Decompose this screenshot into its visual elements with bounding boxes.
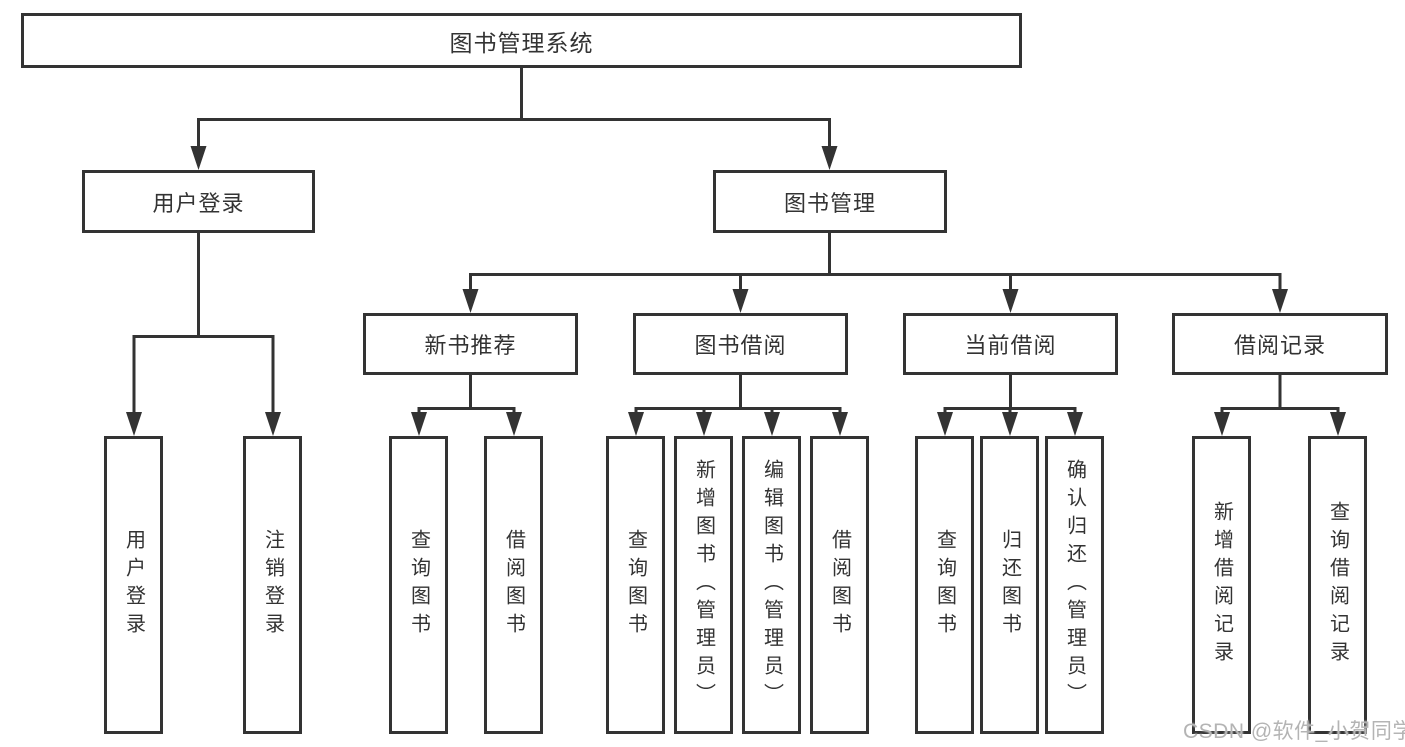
node-borrow-records: 借阅记录	[1172, 313, 1388, 375]
leaf-edit-book-admin-label: 编辑图书（管理员）	[760, 459, 783, 711]
node-book-borrow-label: 图书借阅	[694, 333, 787, 358]
leaf-add-book-admin-label: 新增图书（管理员）	[692, 459, 715, 711]
node-current-borrow: 当前借阅	[903, 313, 1118, 375]
leaf-return-book: 归还图书	[980, 436, 1039, 734]
leaf-query-borrow-record: 查询借阅记录	[1308, 436, 1367, 734]
leaf-add-borrow-record-label: 新增借阅记录	[1210, 501, 1233, 669]
node-book-borrow: 图书借阅	[633, 313, 848, 375]
leaf-borrow-book-1: 借阅图书	[484, 436, 543, 734]
leaf-query-borrow-record-label: 查询借阅记录	[1326, 501, 1349, 669]
leaf-borrow-book-2: 借阅图书	[810, 436, 869, 734]
leaf-query-book-1: 查询图书	[389, 436, 448, 734]
node-new-book-recommend: 新书推荐	[363, 313, 578, 375]
leaf-query-book-2-label: 查询图书	[624, 529, 647, 641]
leaf-add-book-admin: 新增图书（管理员）	[674, 436, 733, 734]
node-root: 图书管理系统	[21, 13, 1022, 68]
leaf-logout: 注销登录	[243, 436, 302, 734]
leaf-edit-book-admin: 编辑图书（管理员）	[742, 436, 801, 734]
node-user-login-branch: 用户登录	[82, 170, 315, 233]
leaf-query-book-1-label: 查询图书	[407, 529, 430, 641]
csdn-watermark: CSDN @软件_小贺同学	[1183, 720, 1405, 743]
leaf-query-book-2: 查询图书	[606, 436, 665, 734]
node-new-book-recommend-label: 新书推荐	[424, 333, 517, 358]
node-user-login-branch-label: 用户登录	[152, 190, 245, 216]
leaf-borrow-book-2-label: 借阅图书	[828, 529, 851, 641]
leaf-add-borrow-record: 新增借阅记录	[1192, 436, 1251, 734]
leaf-borrow-book-1-label: 借阅图书	[502, 529, 525, 641]
node-root-label: 图书管理系统	[449, 29, 594, 56]
node-borrow-records-label: 借阅记录	[1233, 333, 1326, 358]
leaf-query-book-3: 查询图书	[915, 436, 974, 734]
leaf-user-login-label: 用户登录	[122, 529, 145, 641]
leaf-confirm-return-admin: 确认归还（管理员）	[1045, 436, 1104, 734]
leaf-user-login: 用户登录	[104, 436, 163, 734]
node-book-management: 图书管理	[713, 170, 947, 233]
node-current-borrow-label: 当前借阅	[964, 333, 1057, 358]
leaf-logout-label: 注销登录	[261, 529, 284, 641]
node-book-management-label: 图书管理	[783, 190, 876, 216]
arrowheads	[126, 146, 1346, 436]
leaf-query-book-3-label: 查询图书	[933, 529, 956, 641]
leaf-return-book-label: 归还图书	[998, 529, 1021, 641]
leaf-confirm-return-admin-label: 确认归还（管理员）	[1063, 459, 1086, 711]
